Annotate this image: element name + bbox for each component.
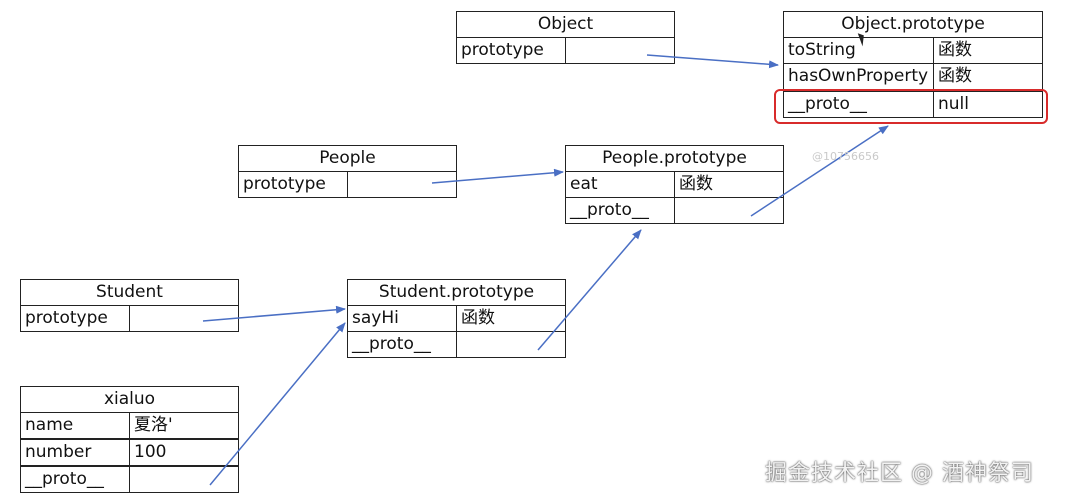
watermark-text: 掘金技术社区 @ 酒神祭司	[765, 461, 1034, 486]
row-key-proto: __proto__	[20, 466, 130, 493]
row-key-number: number	[20, 439, 130, 466]
row-key-prototype: prototype	[456, 37, 566, 64]
row-value-proto	[674, 197, 784, 224]
node-title-people-prototype: People.prototype	[565, 145, 784, 172]
row-value-proto	[456, 331, 566, 358]
arrow-student-proto-to-people-prototype	[537, 229, 642, 351]
row-value-name: 夏洛'	[129, 412, 239, 439]
arrow-people-proto-to-object-prototype	[750, 125, 889, 217]
arrow-student-to-student-prototype	[202, 305, 346, 322]
row-value-tostring: 函数	[933, 37, 1043, 64]
row-value-proto-null: null	[933, 91, 1043, 118]
highlight-box	[774, 89, 1048, 124]
row-value-hasownproperty: 函数	[933, 63, 1043, 90]
row-value-prototype	[129, 305, 239, 332]
arrow-object-to-object-prototype	[646, 54, 779, 69]
faint-stamp-text: @10756656	[812, 150, 879, 163]
row-value-sayhi: 函数	[456, 305, 566, 332]
arrow-people-to-people-prototype	[431, 168, 564, 184]
row-value-proto	[129, 466, 239, 493]
row-value-number: 100	[129, 439, 239, 466]
row-key-eat: eat	[565, 171, 675, 198]
row-key-name: name	[20, 412, 130, 439]
node-title-people: People	[238, 145, 457, 172]
row-key-sayhi: sayHi	[347, 305, 457, 332]
row-value-prototype	[347, 171, 457, 198]
row-key-prototype: prototype	[20, 305, 130, 332]
node-title-object: Object	[456, 11, 675, 38]
row-key-prototype: prototype	[238, 171, 348, 198]
row-key-proto: __proto__	[783, 91, 934, 118]
row-value-prototype	[565, 37, 675, 64]
row-key-proto: __proto__	[565, 197, 675, 224]
node-title-student-prototype: Student.prototype	[347, 279, 566, 306]
arrow-xialuo-proto-to-student-prototype	[209, 322, 346, 486]
